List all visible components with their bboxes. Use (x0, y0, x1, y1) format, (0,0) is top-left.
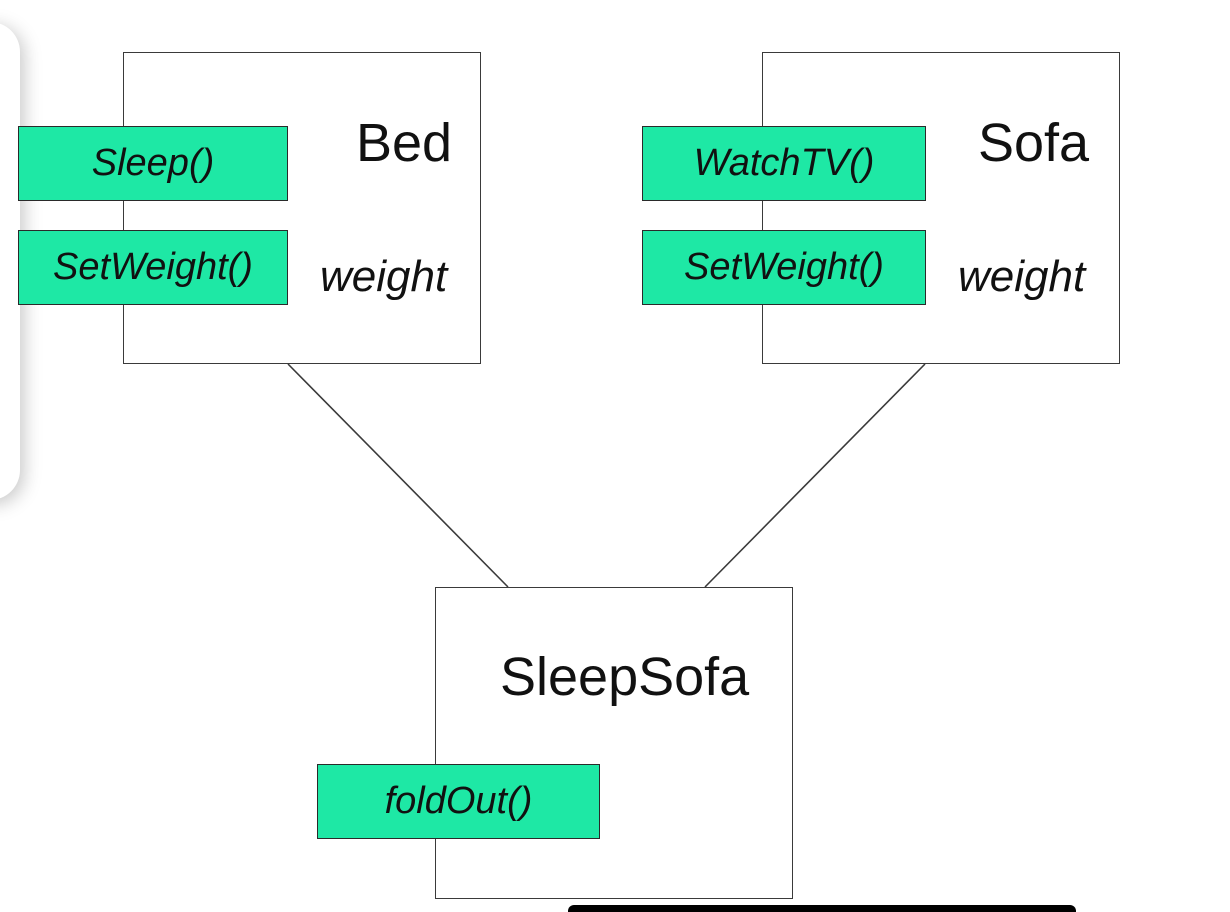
class-box-sleepsofa (435, 587, 793, 899)
method-sofa-setweight: SetWeight() (642, 230, 926, 305)
method-bed-sleep: Sleep() (18, 126, 288, 201)
attribute-sofa-weight: weight (958, 252, 1086, 301)
method-sleepsofa-foldout: foldOut() (317, 764, 600, 839)
class-box-sofa (762, 52, 1120, 364)
connector-sofa-to-sleepsofa (704, 363, 926, 588)
class-name-sofa: Sofa (978, 113, 1090, 173)
method-sofa-watchtv: WatchTV() (642, 126, 926, 201)
connector-bed-to-sleepsofa (287, 363, 509, 588)
class-name-bed: Bed (356, 113, 453, 173)
class-name-sleepsofa: SleepSofa (500, 647, 750, 707)
side-panel[interactable] (0, 22, 20, 500)
class-box-bed (123, 52, 481, 364)
attribute-bed-weight: weight (320, 252, 448, 301)
method-bed-setweight: SetWeight() (18, 230, 288, 305)
bottom-bar (568, 905, 1076, 912)
